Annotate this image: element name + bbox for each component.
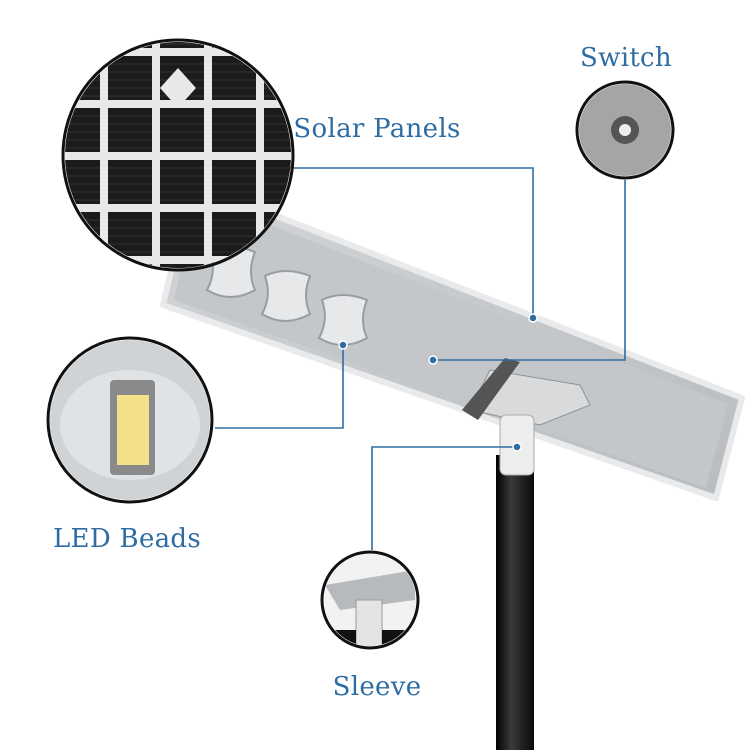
label-led-beads: LED Beads (52, 524, 202, 554)
pole (496, 455, 534, 750)
leader-sleeve (371, 446, 517, 550)
leader-solar (290, 167, 534, 318)
label-solar-panels: Solar Panels (293, 114, 461, 144)
led-modules (205, 246, 369, 346)
solar-panel-detail (65, 42, 291, 268)
leader-led (215, 345, 344, 429)
led-bead-detail (50, 340, 210, 500)
label-switch: Switch (580, 43, 672, 73)
switch-detail (579, 84, 671, 176)
label-sleeve: Sleeve (332, 672, 422, 702)
leader-switch (433, 180, 626, 361)
